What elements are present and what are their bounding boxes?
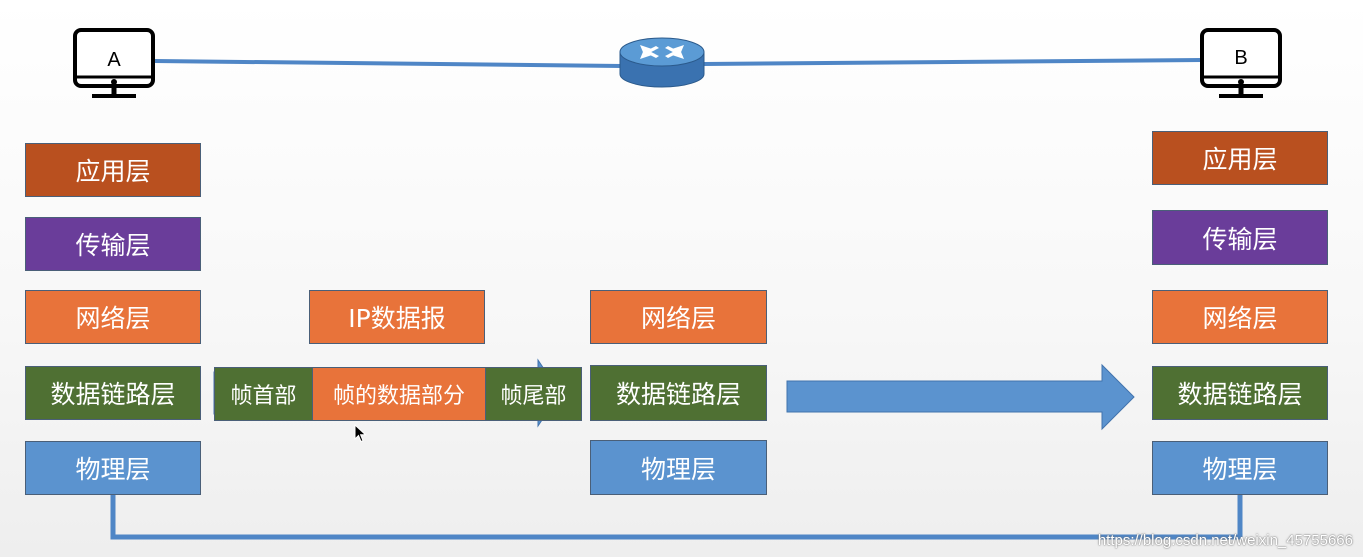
host-a-datalink-layer: 数据链路层 [25, 366, 201, 420]
host-a-transport-layer: 传输层 [25, 217, 201, 271]
ip-datagram: IP数据报 [309, 290, 485, 344]
router-physical-layer: 物理层 [590, 440, 767, 495]
host-b-physical-layer: 物理层 [1152, 441, 1328, 495]
physical-link-line [110, 495, 1243, 540]
link-router-b [703, 58, 1203, 66]
link-a-router [154, 59, 623, 68]
mouse-cursor-icon [354, 424, 367, 443]
watermark: https://blog.csdn.net/weixin_45755666 [1097, 532, 1353, 549]
host-b-label: B [1234, 47, 1248, 69]
host-b-transport-layer: 传输层 [1152, 210, 1328, 265]
router-network-layer: 网络层 [590, 290, 767, 344]
computer-a-icon [73, 28, 155, 98]
host-b-application-layer: 应用层 [1152, 131, 1328, 185]
host-a-label: A [107, 49, 121, 71]
frame-trailer: 帧尾部 [485, 367, 582, 421]
router-icon [619, 37, 705, 88]
host-b-network-layer: 网络层 [1152, 290, 1328, 344]
router-datalink-layer: 数据链路层 [590, 365, 767, 421]
computer-b-icon [1200, 28, 1282, 98]
host-a-application-layer: 应用层 [25, 143, 201, 197]
host-a-physical-layer: 物理层 [25, 441, 201, 495]
host-a-network-layer: 网络层 [25, 290, 201, 344]
frame-data: 帧的数据部分 [312, 367, 486, 421]
arrow-right-icon [786, 363, 1135, 431]
host-b-datalink-layer: 数据链路层 [1152, 366, 1328, 420]
frame-header: 帧首部 [214, 367, 313, 421]
